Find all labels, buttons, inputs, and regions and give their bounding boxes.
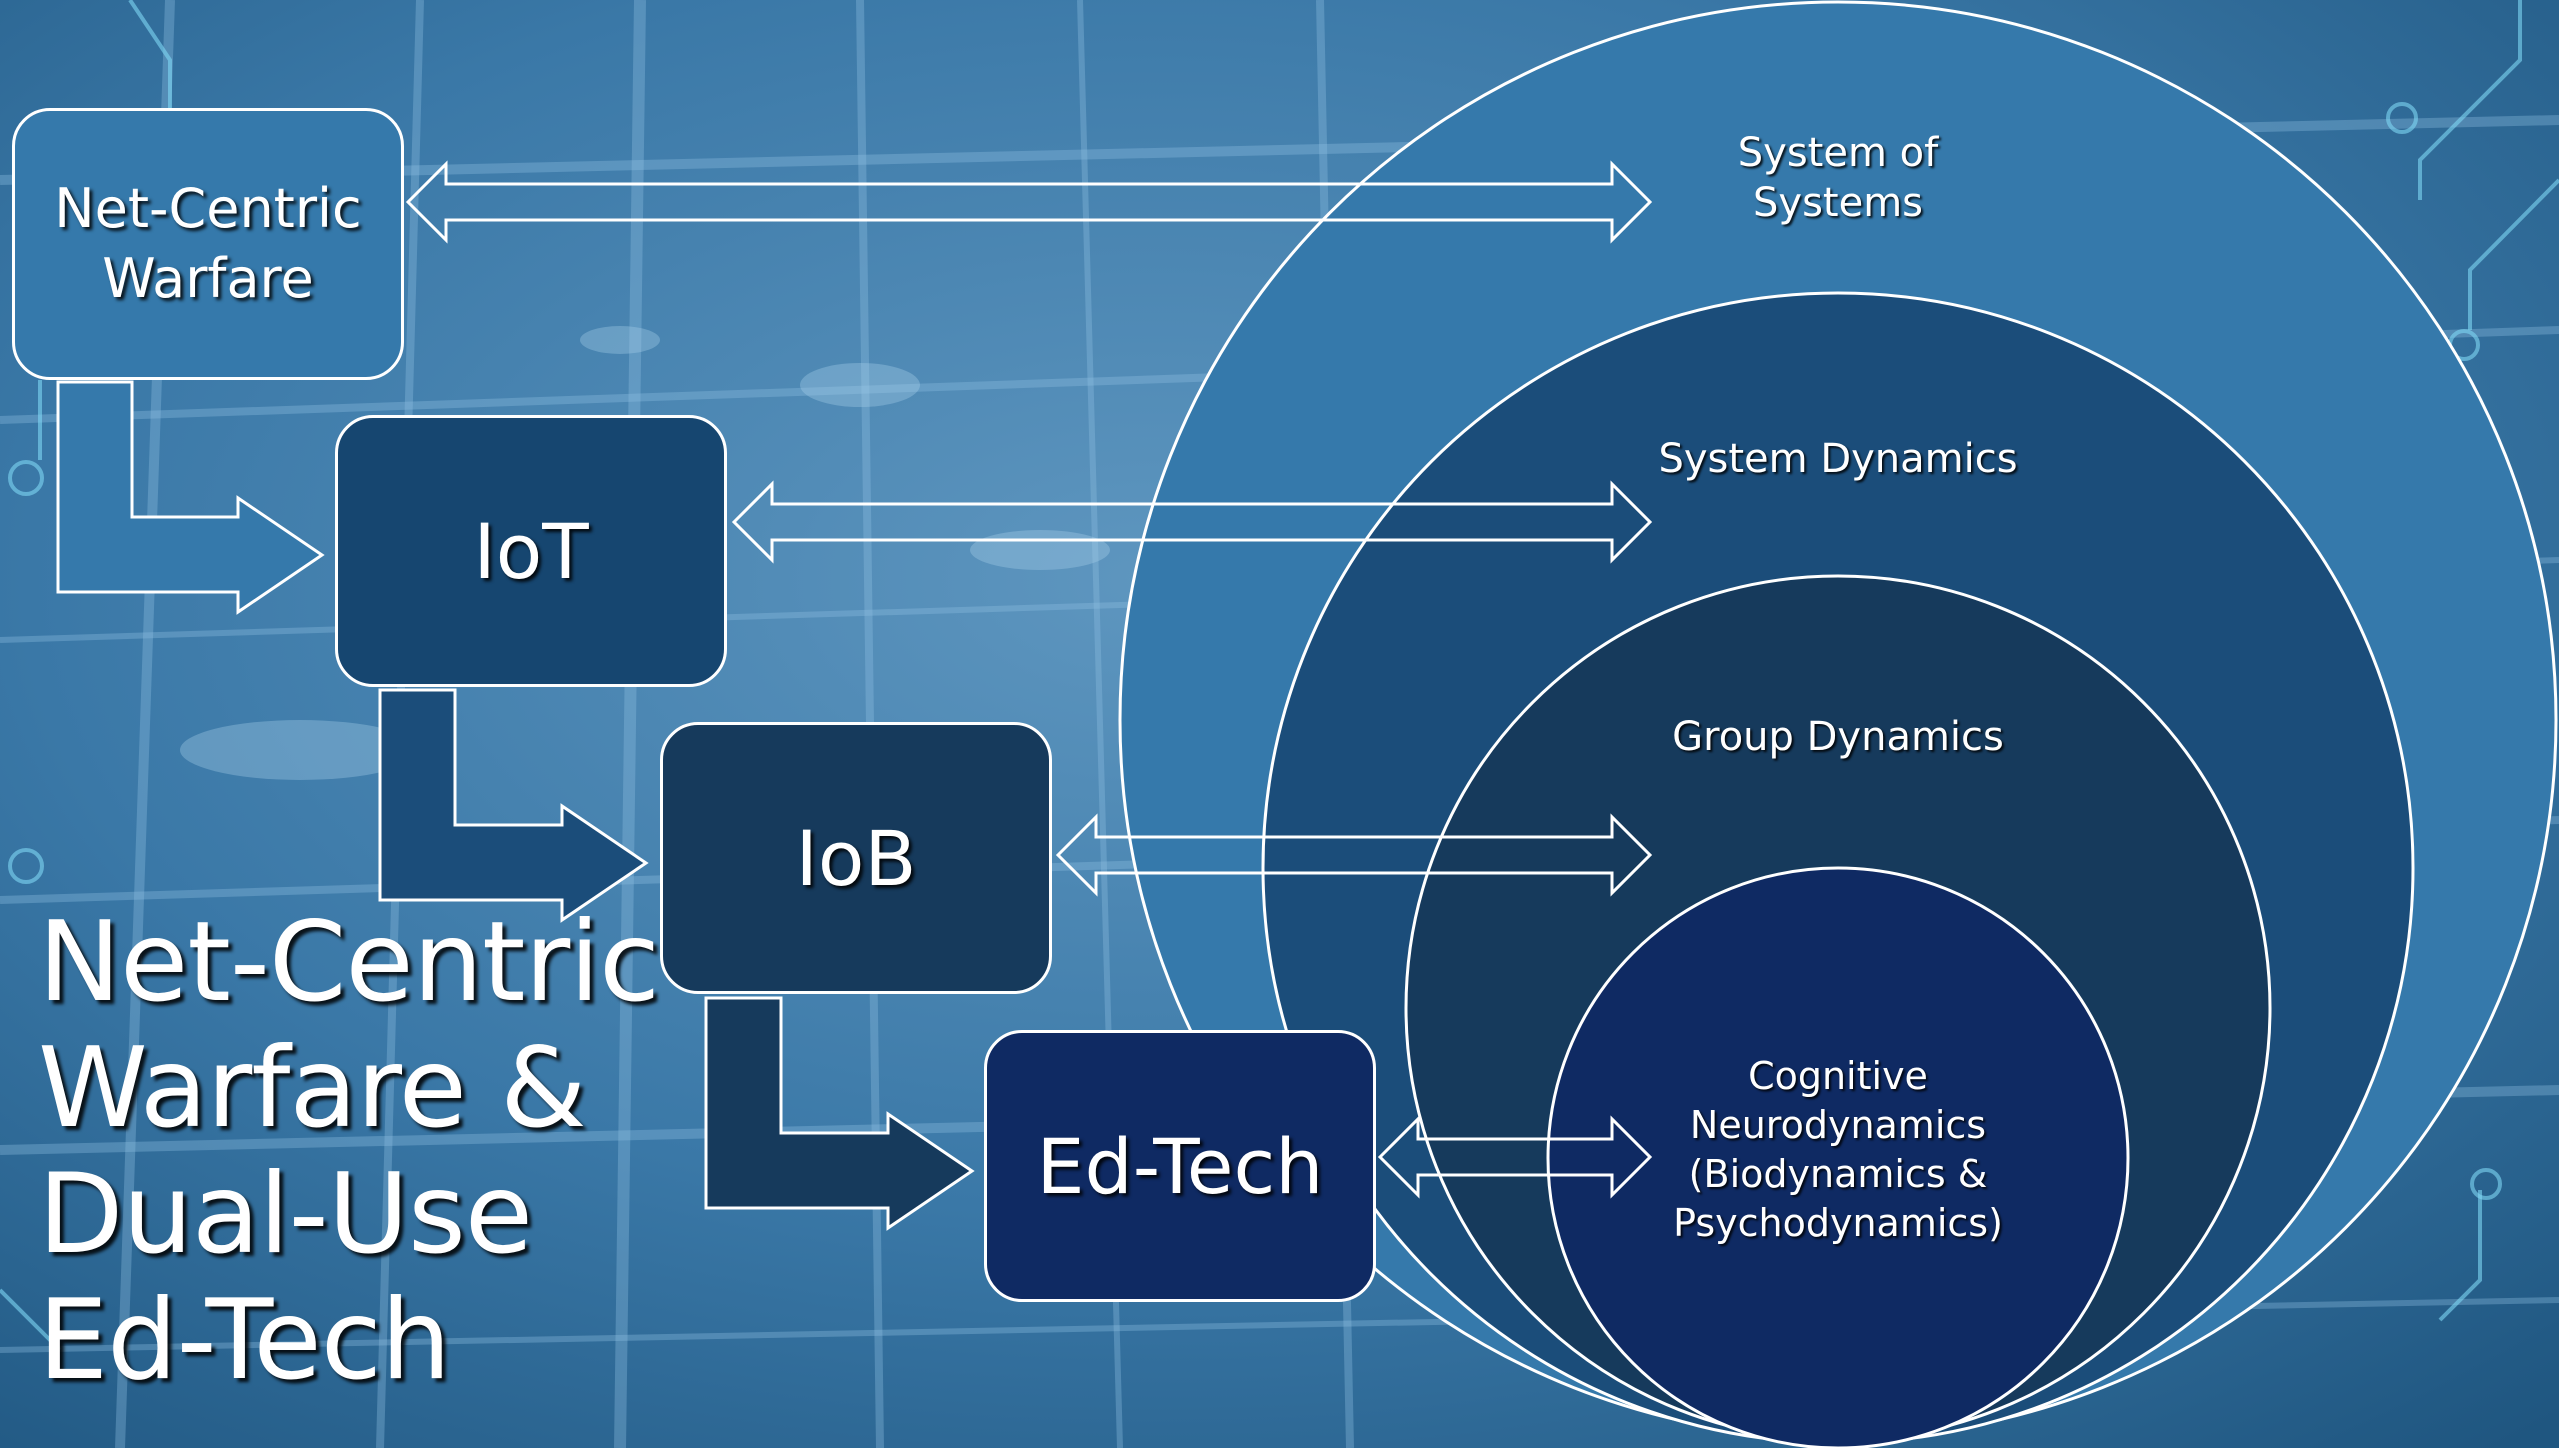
slide-title-line-2: Warfare & (38, 1024, 587, 1153)
box-iob-label: IoB (795, 813, 917, 903)
label-system-of-systems-line-2: Systems (1753, 180, 1923, 226)
label-system-dynamics-text: System Dynamics (1658, 436, 2018, 482)
double-arrow-edtech-to-cognitive (1377, 1115, 1653, 1199)
box-iot: IoT (335, 415, 727, 687)
slide-title-line-3: Dual-Use (38, 1150, 533, 1279)
label-system-dynamics: System Dynamics (1588, 434, 2088, 484)
slide-title-line-1: Net-Centric (38, 898, 660, 1027)
label-group-dynamics-text: Group Dynamics (1672, 714, 2004, 760)
box-net-centric-warfare: Net-Centric Warfare (12, 108, 404, 380)
flow-arrow-netcentric-to-iot (56, 380, 325, 615)
label-cognitive-line-4: Psychodynamics) (1673, 1201, 2003, 1245)
label-cognitive-line-1: Cognitive (1748, 1054, 1928, 1098)
slide-title: Net-Centric Warfare & Dual-Use Ed-Tech (38, 900, 758, 1404)
label-system-of-systems: System of Systems (1638, 128, 2038, 228)
box-iob: IoB (660, 722, 1052, 994)
flow-arrow-iob-to-edtech (704, 996, 975, 1231)
double-arrow-iob-to-group-dynamics (1055, 813, 1653, 897)
flow-arrow-iot-to-iob (378, 688, 649, 923)
label-group-dynamics: Group Dynamics (1588, 712, 2088, 762)
box-net-centric-line-2: Warfare (102, 247, 314, 310)
box-iot-label: IoT (473, 506, 589, 596)
label-cognitive-neurodynamics: Cognitive Neurodynamics (Biodynamics & P… (1588, 1052, 2088, 1248)
double-arrow-netcentric-to-system-of-systems (405, 160, 1653, 244)
circle-cognitive-neurodynamics (1546, 866, 2130, 1448)
slide-title-line-4: Ed-Tech (38, 1276, 451, 1405)
box-net-centric-line-1: Net-Centric (54, 177, 362, 240)
label-cognitive-line-2: Neurodynamics (1689, 1103, 1987, 1147)
double-arrow-iot-to-system-dynamics (731, 480, 1653, 564)
label-system-of-systems-line-1: System of (1737, 130, 1939, 176)
box-ed-tech-label: Ed-Tech (1036, 1121, 1324, 1211)
label-cognitive-line-3: (Biodynamics & (1688, 1152, 1988, 1196)
box-ed-tech: Ed-Tech (984, 1030, 1376, 1302)
